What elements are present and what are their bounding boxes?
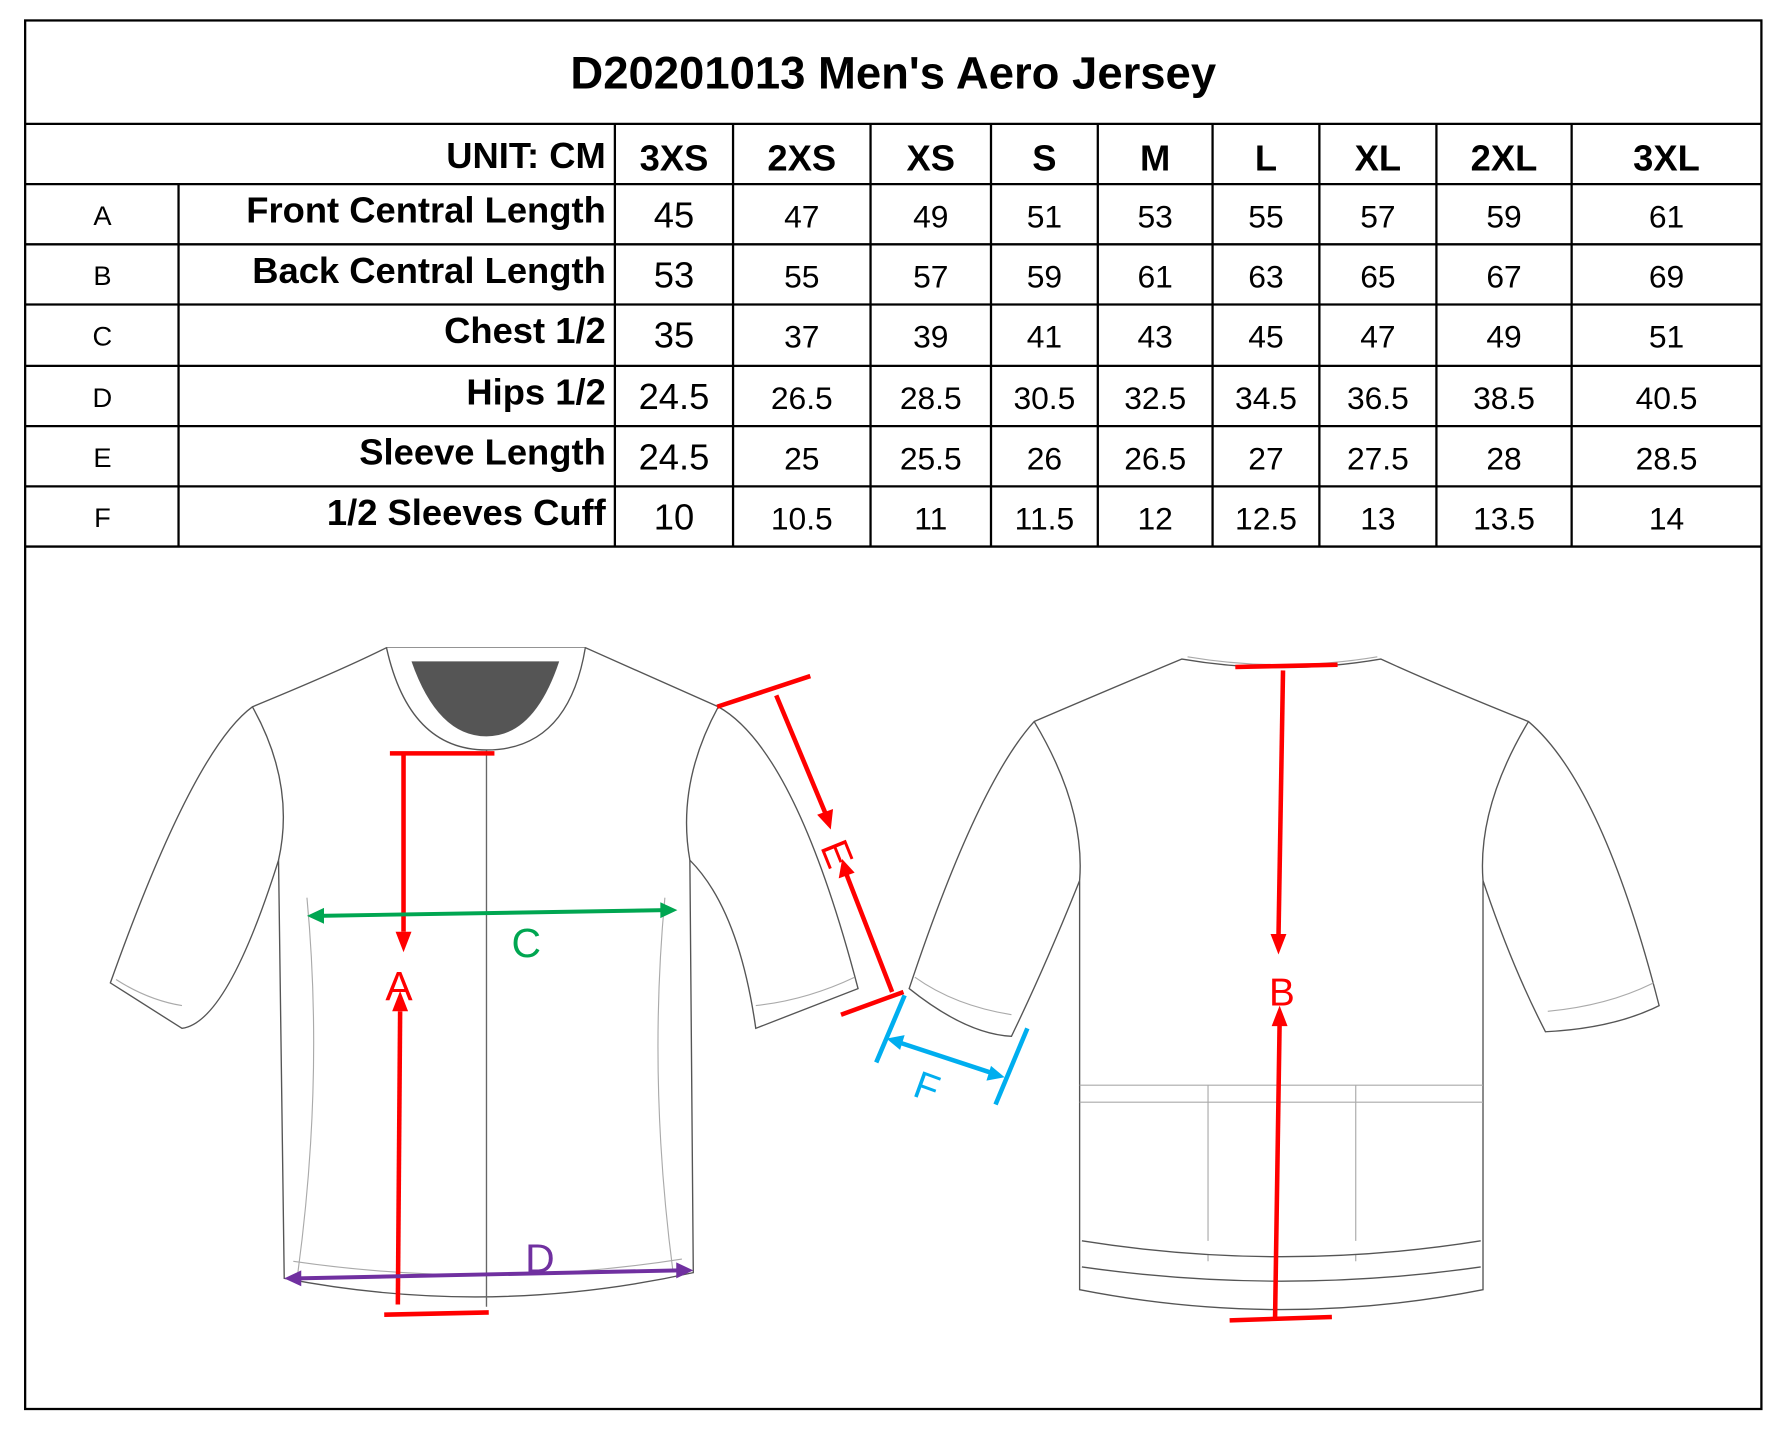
row-name: Back Central Length	[252, 250, 606, 291]
table-cell: 13	[1360, 501, 1395, 537]
label-f: F	[908, 1063, 945, 1111]
row-code: F	[94, 502, 111, 533]
size-table: UNIT: CM 3XS 2XS XS S M L XL 2XL 3XL A Front Centra…	[25, 122, 1762, 548]
table-cell: 59	[1486, 198, 1521, 234]
table-cell: 24.5	[639, 376, 710, 417]
table-cell: 38.5	[1473, 380, 1535, 416]
front-jersey-drawing	[109, 647, 859, 1307]
size-header: XS	[907, 137, 956, 178]
table-cell: 57	[913, 258, 948, 294]
table-cell: 27	[1248, 440, 1283, 476]
table-cell: 26	[1027, 440, 1062, 476]
table-cell: 12.5	[1235, 501, 1297, 537]
row-code: D	[93, 382, 113, 413]
size-header: S	[1032, 137, 1056, 178]
table-cell: 37	[784, 319, 819, 355]
table-cell: 51	[1649, 319, 1684, 355]
size-header: XL	[1355, 137, 1401, 178]
table-cell: 11.5	[1015, 501, 1075, 537]
row-name: Sleeve Length	[359, 432, 606, 473]
label-e: E	[812, 834, 862, 874]
row-code: C	[93, 320, 113, 351]
table-cell: 55	[1248, 198, 1283, 234]
table-cell: 55	[784, 258, 819, 294]
table-cell: 26.5	[771, 380, 833, 416]
size-header: M	[1140, 137, 1170, 178]
row-code: A	[93, 200, 112, 231]
outer-border	[24, 19, 1763, 1411]
table-cell: 26.5	[1124, 440, 1186, 476]
label-d: D	[525, 1236, 555, 1282]
table-cell: 47	[1360, 319, 1395, 355]
table-cell: 47	[784, 198, 819, 234]
table-cell: 69	[1649, 258, 1684, 294]
table-cell: 32.5	[1124, 380, 1186, 416]
row-name: Chest 1/2	[444, 310, 606, 351]
table-cell: 36.5	[1347, 380, 1409, 416]
table-cell: 10.5	[771, 501, 833, 537]
table-cell: 51	[1027, 198, 1062, 234]
table-cell: 45	[654, 194, 694, 235]
table-cell: 49	[1486, 319, 1521, 355]
table-cell: 13.5	[1473, 501, 1535, 537]
table-cell: 53	[1138, 198, 1173, 234]
back-jersey-drawing	[908, 656, 1660, 1311]
row-code: B	[93, 260, 111, 291]
table-cell: 39	[913, 319, 948, 355]
table-cell: 25.5	[900, 440, 962, 476]
table-cell: 28	[1486, 440, 1521, 476]
table-cell: 63	[1248, 258, 1283, 294]
row-name: Front Central Length	[246, 190, 606, 231]
table-cell: 30.5	[1013, 380, 1075, 416]
size-header: L	[1255, 137, 1277, 178]
size-header: 3XL	[1633, 137, 1700, 178]
table-cell: 34.5	[1235, 380, 1297, 416]
table-cell: 14	[1649, 501, 1684, 537]
table-cell: 27.5	[1347, 440, 1409, 476]
label-b: B	[1269, 972, 1295, 1015]
chart-title: D20201013 Men's Aero Jersey	[570, 48, 1216, 99]
measurement-markers: A B C D E F	[284, 662, 1338, 1323]
table-cell: 59	[1027, 258, 1062, 294]
table-cell: 28.5	[900, 380, 962, 416]
table-cell: 49	[913, 198, 948, 234]
table-cell: 40.5	[1636, 380, 1698, 416]
size-header: 3XS	[640, 137, 709, 178]
label-c: C	[511, 920, 541, 966]
table-cell: 41	[1027, 319, 1062, 355]
table-cell: 28.5	[1636, 440, 1698, 476]
table-cell: 53	[654, 254, 694, 295]
table-cell: 61	[1649, 198, 1684, 234]
table-cell: 24.5	[639, 436, 710, 477]
table-cell: 10	[654, 497, 694, 538]
table-cell: 11	[914, 501, 947, 537]
size-header: 2XS	[767, 137, 836, 178]
row-name: Hips 1/2	[466, 372, 605, 413]
table-cell: 45	[1248, 319, 1283, 355]
table-cell: 57	[1360, 198, 1395, 234]
table-cell: 67	[1486, 258, 1521, 294]
table-cell: 12	[1138, 501, 1173, 537]
unit-label: UNIT: CM	[446, 135, 606, 176]
label-a: A	[385, 963, 413, 1009]
table-cell: 35	[654, 315, 694, 356]
table-cell: 25	[784, 440, 819, 476]
table-cell: 61	[1138, 258, 1173, 294]
table-cell: 65	[1360, 258, 1395, 294]
size-header: 2XL	[1471, 137, 1538, 178]
collar-inner	[411, 661, 560, 737]
table-cell: 43	[1138, 319, 1173, 355]
row-name: 1/2 Sleeves Cuff	[327, 492, 607, 533]
row-code: E	[93, 442, 111, 473]
